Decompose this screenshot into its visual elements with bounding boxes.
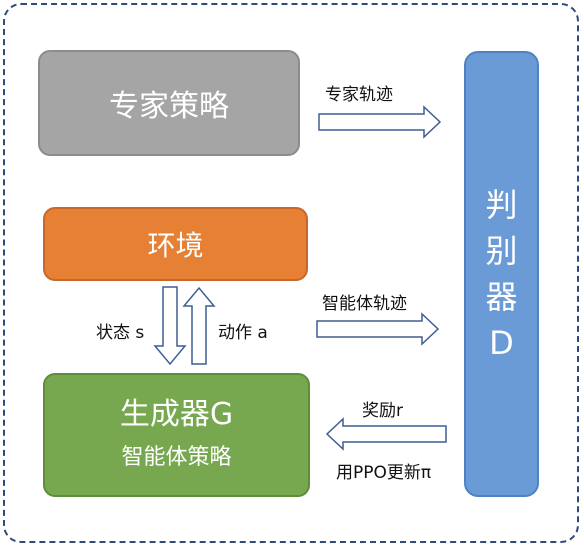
expert-trajectory-label: 专家轨迹 [325,85,393,105]
state-label: 状态 s [96,323,145,343]
agent-trajectory-arrow [316,312,440,346]
agent-trajectory-label: 智能体轨迹 [322,294,407,314]
expert-policy-label: 专家策略 [109,89,229,124]
generator-title: 生成器G [119,397,234,432]
discriminator-char-1: 判 [485,186,518,224]
generator-subtitle: 智能体策略 [121,445,232,470]
discriminator-box: 判 别 器 D [464,51,539,497]
action-label: 动作 a [218,323,268,343]
environment-label: 环境 [147,229,204,262]
reward-label: 奖励r [362,401,403,421]
expert-policy-box: 专家策略 [38,50,300,156]
discriminator-char-2: 别 [485,232,518,270]
environment-box: 环境 [43,207,308,281]
diagram-frame [3,3,579,543]
state-arrow [153,286,187,366]
generator-box: 生成器G 智能体策略 [43,373,310,497]
discriminator-char-4: D [489,324,514,362]
update-label: 用PPO更新π [336,463,432,483]
reward-arrow [325,417,447,451]
discriminator-char-3: 器 [485,278,518,316]
expert-trajectory-arrow [318,105,442,139]
action-arrow [182,286,216,365]
